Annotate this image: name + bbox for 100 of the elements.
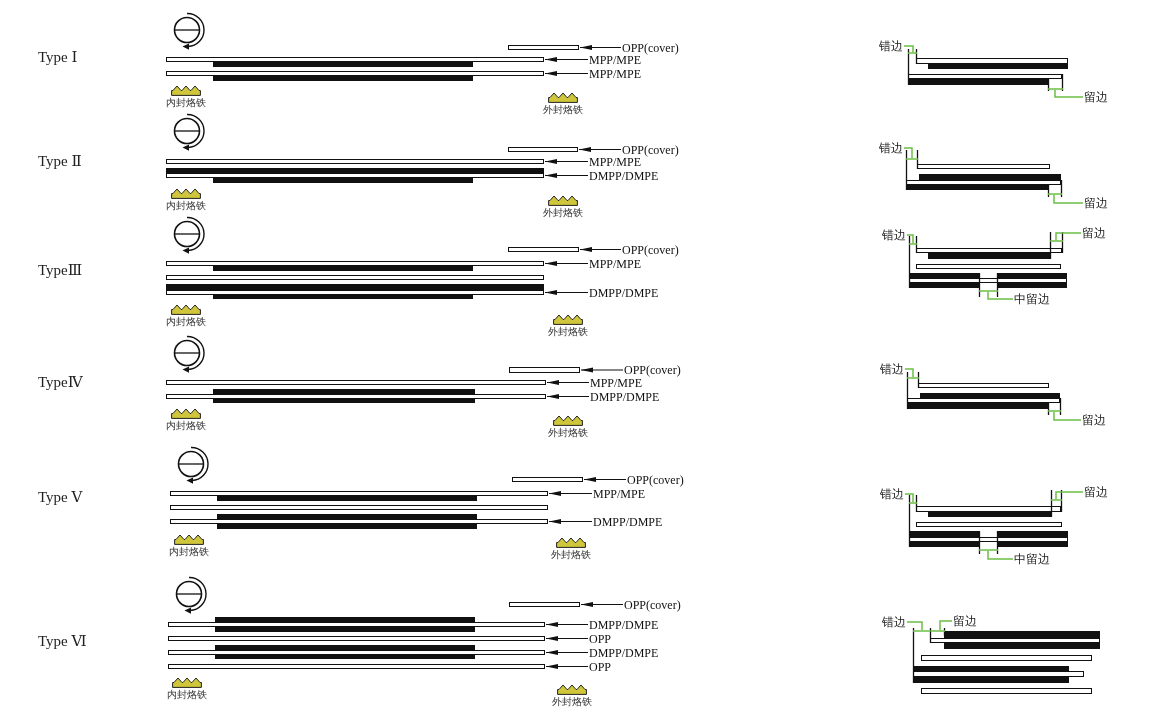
- leader-arrow: [546, 394, 590, 399]
- film-strip: [166, 394, 546, 399]
- dimension-line: [908, 502, 918, 504]
- leader-arrow: [544, 71, 589, 76]
- film-strip: [168, 664, 545, 669]
- type-label: TypeⅣ: [38, 375, 83, 390]
- layer-label: MPP/MPE: [589, 257, 642, 270]
- film-strip: [168, 622, 545, 627]
- leader-arrow: [545, 622, 589, 627]
- leader-arrow: [544, 290, 589, 295]
- sealer-caption: 内封烙铁: [166, 99, 206, 109]
- leader-arrow: [548, 491, 593, 496]
- offset-label: 留边: [1084, 197, 1108, 209]
- leader-arrow: [544, 159, 589, 164]
- leader-arrow: [545, 636, 589, 641]
- layer-label: OPP(cover): [624, 598, 681, 611]
- offset-label: 错边: [880, 488, 904, 500]
- offset-label: 留边: [1082, 414, 1106, 426]
- film-strip: [509, 367, 580, 373]
- film-strip: [166, 173, 544, 178]
- film-strip: [166, 261, 544, 266]
- sealer-caption: 外封烙铁: [552, 698, 592, 708]
- leader-arrow: [578, 147, 622, 152]
- dimension-line: [907, 52, 918, 54]
- type-label: Type Ⅵ: [38, 634, 87, 649]
- layer-label: OPP: [589, 632, 611, 645]
- leader-line: [1055, 232, 1082, 241]
- film-strip: [508, 45, 579, 50]
- sealer-caption: 内封烙铁: [167, 691, 207, 701]
- layer-label: MPP/MPE: [589, 67, 642, 80]
- leader-line: [1053, 411, 1082, 421]
- type-label: Type Ⅴ: [38, 490, 83, 505]
- leader-arrow: [544, 57, 589, 62]
- layer-label: OPP(cover): [622, 41, 679, 54]
- offset-label: 中留边: [1014, 553, 1050, 565]
- leader-arrow: [546, 380, 590, 385]
- film-strip: [166, 159, 544, 164]
- offset-label: 错边: [882, 616, 906, 628]
- dimension-line: [1047, 410, 1062, 412]
- layer-label: MPP/MPE: [593, 487, 646, 500]
- leader-arrow: [545, 664, 589, 669]
- layer-label: DMPP/DMPE: [589, 169, 659, 182]
- leader-arrow: [583, 477, 627, 482]
- dimension-line: [1047, 88, 1064, 90]
- film-strip: [508, 247, 579, 252]
- film-strip: [512, 477, 583, 482]
- dimension-line: [908, 243, 918, 245]
- leader-line: [906, 234, 914, 244]
- offset-label: 留边: [1084, 91, 1108, 103]
- type-label: Type Ⅰ: [38, 50, 78, 65]
- dimension-line: [978, 290, 999, 292]
- leader-line: [904, 368, 914, 378]
- dimension-line: [1049, 240, 1064, 242]
- layer-label: DMPP/DMPE: [589, 646, 659, 659]
- film-strip: [166, 380, 546, 385]
- leader-line: [1053, 194, 1084, 204]
- film-strip: [166, 71, 544, 76]
- leader-line: [987, 550, 1014, 560]
- leader-arrow: [580, 602, 624, 607]
- dimension-line: [1050, 499, 1063, 501]
- leader-line: [1054, 89, 1084, 98]
- sealer-caption: 内封烙铁: [169, 548, 209, 558]
- leader-arrow: [579, 45, 622, 50]
- sealer-caption: 外封烙铁: [548, 328, 588, 338]
- type-label: TypeⅢ: [38, 263, 83, 278]
- layer-label: DMPP/DMPE: [593, 515, 663, 528]
- layer-label: OPP(cover): [627, 473, 684, 486]
- offset-label: 留边: [953, 615, 977, 627]
- sealer-caption: 内封烙铁: [166, 422, 206, 432]
- layer-label: MPP/MPE: [589, 155, 642, 168]
- offset-label: 留边: [1084, 486, 1108, 498]
- layer-label: OPP(cover): [622, 243, 679, 256]
- offset-label: 错边: [879, 40, 903, 52]
- leader-line: [1055, 491, 1084, 500]
- leader-line: [903, 147, 913, 159]
- type-label: Type Ⅱ: [38, 154, 82, 169]
- layer-label: OPP: [589, 660, 611, 673]
- sealer-caption: 内封烙铁: [166, 202, 206, 212]
- sealer-caption: 外封烙铁: [543, 209, 583, 219]
- sealer-caption: 内封烙铁: [166, 318, 206, 328]
- film-strip: [508, 147, 578, 152]
- film-strip: [170, 491, 548, 496]
- film-strip: [166, 290, 544, 295]
- leader-line: [906, 621, 923, 631]
- leader-arrow: [544, 173, 589, 178]
- film-strip: [509, 602, 580, 607]
- offset-label: 中留边: [1014, 293, 1050, 305]
- film-strip: [168, 650, 545, 655]
- leader-arrow: [545, 650, 589, 655]
- layer-label: MPP/MPE: [589, 53, 642, 66]
- film-strip: [166, 57, 544, 62]
- leader-line: [987, 291, 1014, 300]
- leader-arrow: [579, 247, 622, 252]
- offset-label: 错边: [879, 142, 903, 154]
- dimension-line: [978, 549, 999, 551]
- sealer-caption: 外封烙铁: [548, 429, 588, 439]
- offset-label: 留边: [1082, 227, 1106, 239]
- offset-label: 错边: [882, 229, 906, 241]
- sealer-caption: 外封烙铁: [551, 551, 591, 561]
- dimension-line: [1047, 193, 1063, 195]
